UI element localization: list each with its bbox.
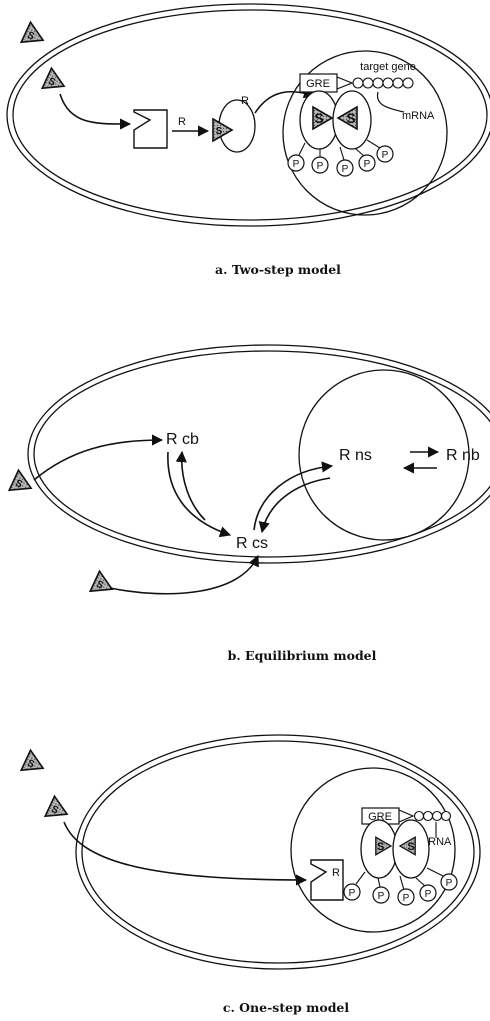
svg-text:P: P — [378, 891, 385, 902]
phosphate-icon: P — [440, 873, 458, 891]
panel-b-equilibrium-model: S S R cb R cs R ns R nb b. Equilibrium m… — [8, 344, 490, 663]
nucleus — [298, 369, 470, 541]
receptor-dimer: S S — [360, 819, 430, 879]
phosphate-icon: P — [336, 159, 354, 177]
svg-text:P: P — [382, 150, 389, 161]
unbound-receptor-icon: R — [133, 109, 186, 149]
caption-two-step-model: a. Two-step model — [215, 262, 341, 277]
gre-element: GRE — [361, 807, 415, 825]
association-arrow — [167, 451, 232, 538]
phosphate-icon: P — [419, 884, 437, 902]
svg-text:P: P — [446, 878, 453, 889]
svg-text:S: S — [216, 126, 223, 137]
svg-text:S: S — [13, 478, 24, 491]
receptor-dimer: S S — [299, 90, 372, 150]
rnb-state: R nb — [446, 447, 480, 464]
svg-text:P: P — [317, 161, 324, 172]
phosphate-icon: P — [343, 883, 361, 901]
svg-text:P: P — [342, 164, 349, 175]
phosphate-icon: P — [358, 154, 376, 172]
steroid-ligand-icon: S — [20, 21, 49, 51]
translocation-arrow — [254, 87, 316, 114]
svg-text:R: R — [332, 867, 340, 879]
svg-text:S: S — [94, 579, 105, 592]
steroid-ligand-icon: S — [89, 570, 118, 600]
entry-arrow — [59, 93, 132, 130]
svg-text:GRE: GRE — [306, 78, 330, 90]
svg-text:P: P — [293, 159, 300, 170]
svg-text:P: P — [403, 893, 410, 904]
steroid-ligand-icon: S — [41, 67, 70, 97]
svg-text:P: P — [425, 889, 432, 900]
svg-text:S: S — [407, 841, 414, 853]
svg-text:S: S — [25, 30, 36, 43]
rns-state: R ns — [339, 447, 372, 464]
rcs-state: R cs — [236, 535, 268, 552]
steroid-ligand-icon: S — [44, 795, 73, 825]
unbound-receptor-icon: R — [310, 859, 344, 901]
cell-outer-membrane — [75, 734, 481, 970]
svg-text:S: S — [314, 110, 323, 126]
steroid-ligand-icon: S — [20, 749, 49, 779]
gene-beads — [413, 810, 452, 822]
binding-arrow-cytoplasm — [33, 434, 164, 481]
phosphate-icon: P — [376, 145, 394, 163]
panel-c-one-step-model: S S R GRE mRNA S S — [20, 734, 481, 1015]
svg-text:S: S — [346, 110, 355, 126]
mrna-label: mRNA — [402, 110, 435, 122]
nucleus — [282, 50, 448, 216]
cell-outer-membrane — [6, 3, 490, 227]
cell-inner-membrane — [12, 9, 488, 221]
phosphate-icon: P — [372, 886, 390, 904]
gre-element: GRE — [299, 73, 354, 93]
cell-inner-membrane — [81, 740, 475, 964]
phosphate-icon: P — [397, 888, 415, 906]
svg-text:S: S — [377, 841, 385, 853]
mrna-strand — [376, 91, 405, 113]
dissociation-arrow — [175, 450, 206, 521]
receptor-label: R — [178, 116, 186, 128]
svg-text:R: R — [241, 95, 249, 107]
phosphate-icon: P — [311, 156, 329, 174]
panel-a-two-step-model: S S R R S GRE target gene — [6, 3, 490, 277]
svg-text:GRE: GRE — [368, 811, 392, 823]
steroid-ligand-icon: S — [8, 469, 37, 499]
phosphate-icon: P — [287, 154, 305, 172]
direct-entry-arrow — [63, 821, 308, 886]
cell-outer-membrane — [27, 344, 490, 564]
caption-one-step-model: c. One-step model — [223, 1000, 350, 1015]
rcb-state: R cb — [166, 431, 199, 448]
svg-text:S: S — [25, 758, 36, 771]
export-arrow — [258, 477, 331, 534]
phosphate-groups — [355, 867, 444, 891]
cell-inner-membrane — [33, 350, 490, 558]
import-arrow — [253, 461, 334, 531]
gene-beads — [352, 77, 414, 89]
target-gene-label: target gene — [360, 61, 416, 73]
entry-arrow — [109, 554, 259, 595]
svg-text:S: S — [46, 76, 57, 89]
phosphate-groups — [298, 139, 381, 161]
bound-receptor-icon: R S — [212, 95, 256, 153]
nucleus — [290, 767, 456, 933]
svg-text:P: P — [349, 888, 356, 899]
svg-text:S: S — [49, 804, 60, 817]
caption-equilibrium-model: b. Equilibrium model — [228, 648, 377, 663]
svg-text:P: P — [364, 159, 371, 170]
